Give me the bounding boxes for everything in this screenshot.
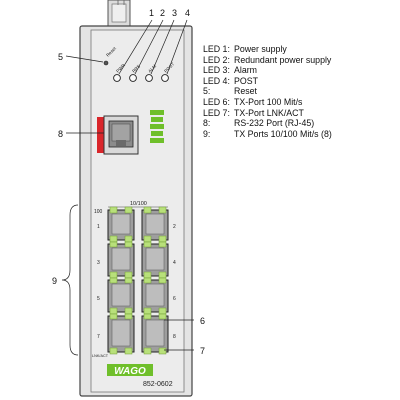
model-number: 852-0602 <box>143 381 173 388</box>
ethernet-port-3 <box>107 243 135 277</box>
led-label-rps: RPS <box>131 64 141 74</box>
reset-button <box>103 60 109 66</box>
port-number-6: 6 <box>173 296 176 302</box>
ethernet-port-1 <box>107 209 135 241</box>
legend-row: 5: Reset <box>203 86 332 97</box>
ethernet-port-2 <box>141 209 169 241</box>
port-number-2: 2 <box>173 224 176 230</box>
ethernet-port-5 <box>107 279 135 313</box>
port-number-4: 4 <box>173 260 176 266</box>
legend-row: LED 7: TX-Port LNK/ACT <box>203 108 332 119</box>
ethernet-port-4 <box>141 243 169 277</box>
led-label-alm: ALM <box>147 63 157 73</box>
led-label-pwr: PWR <box>115 62 126 73</box>
port-number-7: 7 <box>97 334 100 340</box>
legend-desc: RS-232 Port (RJ-45) <box>234 118 315 129</box>
led-post <box>161 74 169 82</box>
callout-4: 4 <box>185 8 190 18</box>
legend-row: LED 1: Power supply <box>203 44 332 55</box>
status-leds <box>113 74 169 82</box>
legend-key: LED 1: <box>203 44 230 54</box>
speed-label: 100 <box>94 209 103 215</box>
legend-row: LED 2: Redundant power supply <box>203 55 332 66</box>
led-pwr <box>113 74 121 82</box>
callout-7: 7 <box>200 346 205 356</box>
callout-5: 5 <box>58 52 63 62</box>
legend-key: LED 2: <box>203 54 230 65</box>
port-group-label: 10/100 <box>130 201 147 207</box>
ethernet-port-8 <box>141 315 169 353</box>
callout-6: 6 <box>200 316 205 326</box>
port-number-3: 3 <box>97 260 100 266</box>
legend-row: 8: RS-232 Port (RJ-45) <box>203 118 332 129</box>
legend-row: LED 3: Alarm <box>203 65 332 76</box>
legend-key: LED 3: <box>203 65 230 76</box>
din-rail-clip <box>107 0 131 31</box>
legend-row: LED 6: TX-Port 100 Mit/s <box>203 97 332 108</box>
callout-2: 2 <box>160 8 165 18</box>
callout-9: 9 <box>52 276 57 286</box>
wago-logo-text: WAGO <box>114 366 146 377</box>
port-number-8: 8 <box>173 334 176 340</box>
ethernet-ports <box>107 206 169 355</box>
legend-desc: Reset <box>234 86 257 97</box>
led-rps <box>129 74 137 82</box>
legend-desc: Redundant power supply <box>234 54 332 65</box>
port-leds <box>109 206 167 355</box>
legend-key: 9: <box>203 128 211 139</box>
port-number-5: 5 <box>97 296 100 302</box>
wago-logo: WAGO <box>107 364 153 377</box>
legend-desc: POST <box>234 75 258 86</box>
legend-key: LED 7: <box>203 107 230 118</box>
legend-desc: TX-Port LNK/ACT <box>234 107 304 118</box>
callout-lines <box>61 19 194 356</box>
legend-desc: Power supply <box>234 44 287 54</box>
callout-3: 3 <box>172 8 177 18</box>
linkact-label: LNK/ACT <box>92 354 109 358</box>
rs232-port <box>97 115 139 155</box>
legend-desc: TX Ports 10/100 Mit/s (8) <box>234 128 332 139</box>
led-alm <box>145 74 153 82</box>
legend-key: LED 6: <box>203 96 230 107</box>
legend-key: 5: <box>203 86 211 97</box>
wago-logo-small <box>150 110 164 143</box>
legend: LED 1: Power supply LED 2: Redundant power… <box>203 44 332 139</box>
legend-row: 9: TX Ports 10/100 Mit/s (8) <box>203 129 332 140</box>
callout-8: 8 <box>58 129 63 139</box>
callout-1: 1 <box>149 8 154 18</box>
ethernet-port-7 <box>107 315 135 353</box>
legend-key: LED 4: <box>203 75 230 86</box>
legend-desc: TX-Port 100 Mit/s <box>234 96 303 107</box>
legend-key: 8: <box>203 118 211 129</box>
legend-desc: Alarm <box>234 65 257 76</box>
legend-row: LED 4: POST <box>203 76 332 87</box>
port-number-1: 1 <box>97 224 100 230</box>
ethernet-port-6 <box>141 279 169 313</box>
